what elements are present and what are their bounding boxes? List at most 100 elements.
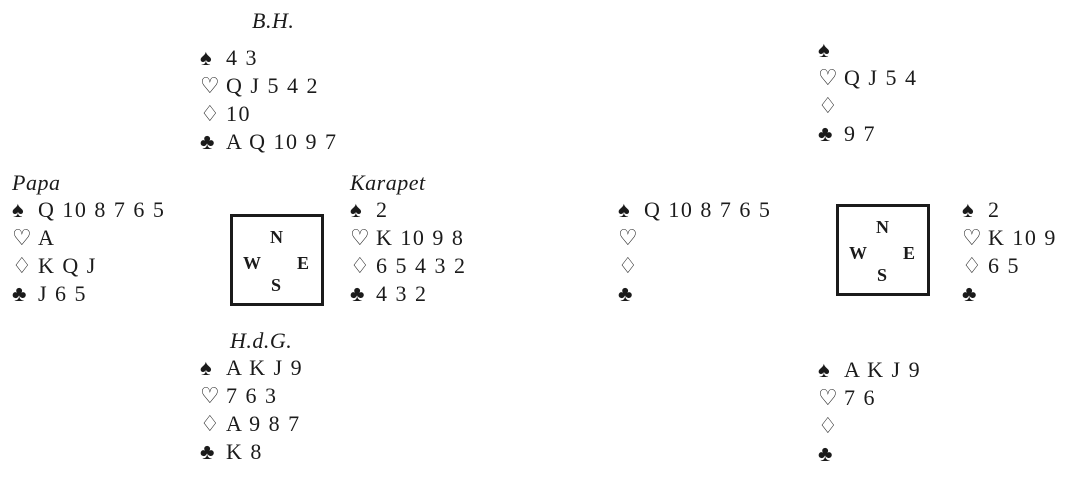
- south-player-name: H.d.G.: [230, 328, 293, 353]
- south-diamonds-row: ♢A 9 8 7: [200, 410, 303, 438]
- south-clubs-cards: K 8: [226, 439, 263, 464]
- spade-icon: ♠: [818, 357, 832, 382]
- right-compass-south-label: S: [877, 265, 888, 285]
- heart-icon: ♡: [350, 225, 372, 250]
- right-west-hand: ♠ Q 10 8 7 6 5 ♡ ♢ ♣: [618, 196, 771, 308]
- north-hand: ♠ 4 3 ♡Q J 5 4 2 ♢10 ♣ A Q 10 9 7: [200, 44, 338, 156]
- right-east-diamonds-row: ♢6 5: [962, 252, 1057, 280]
- right-south-hearts-row: ♡7 6: [818, 384, 921, 412]
- south-hand: H.d.G. ♠ A K J 9 ♡7 6 3 ♢A 9 8 7 ♣ K 8: [200, 328, 303, 466]
- right-south-spades-row: ♠ A K J 9: [818, 356, 921, 384]
- east-clubs-row: ♣ 4 3 2: [350, 280, 467, 308]
- right-east-spades-row: ♠2: [962, 196, 1057, 224]
- heart-icon: ♡: [200, 73, 222, 98]
- diamond-icon: ♢: [818, 93, 840, 118]
- south-hearts-cards: 7 6 3: [226, 383, 278, 408]
- compass-east-label: E: [297, 253, 310, 273]
- south-clubs-row: ♣ K 8: [200, 438, 303, 466]
- south-spades-cards: A K J 9: [226, 355, 304, 380]
- right-west-clubs-row: ♣: [618, 280, 771, 308]
- spade-icon: ♠: [818, 37, 832, 62]
- heart-icon: ♡: [200, 383, 222, 408]
- north-hearts-cards: Q J 5 4 2: [226, 73, 319, 98]
- east-clubs-cards: 4 3 2: [376, 281, 428, 306]
- right-north-hand: ♠ ♡Q J 5 4 ♢ ♣9 7: [818, 36, 917, 148]
- diamond-icon: ♢: [962, 253, 984, 278]
- compass-north-label: N: [270, 227, 283, 247]
- spade-icon: ♠: [200, 355, 214, 380]
- spade-icon: ♠: [350, 197, 364, 222]
- compass-box: N W E S: [230, 214, 324, 306]
- east-hearts-cards: K 10 9 8: [376, 225, 465, 250]
- diamond-icon: ♢: [200, 101, 222, 126]
- right-east-clubs-row: ♣: [962, 280, 1057, 308]
- west-diamonds-row: ♢K Q J: [12, 252, 165, 280]
- east-diamonds-row: ♢6 5 4 3 2: [350, 252, 467, 280]
- diamond-icon: ♢: [350, 253, 372, 278]
- heart-icon: ♡: [12, 225, 34, 250]
- spade-icon: ♠: [962, 197, 976, 222]
- west-diamonds-cards: K Q J: [38, 253, 97, 278]
- north-diamonds-row: ♢10: [200, 100, 338, 128]
- club-icon: ♣: [200, 129, 216, 154]
- south-spades-row: ♠ A K J 9: [200, 354, 303, 382]
- right-south-diamonds-row: ♢: [818, 412, 921, 440]
- west-spades-cards: Q 10 8 7 6 5: [38, 197, 166, 222]
- right-compass-north-label: N: [876, 217, 889, 237]
- north-spades-row: ♠ 4 3: [200, 44, 338, 72]
- west-player-name: Papa: [12, 170, 61, 195]
- right-south-hearts-cards: 7 6: [844, 385, 876, 410]
- right-east-spades-cards: 2: [988, 197, 1001, 222]
- north-clubs-cards: A Q 10 9 7: [226, 129, 338, 154]
- club-icon: ♣: [818, 121, 834, 146]
- spade-icon: ♠: [12, 197, 26, 222]
- south-diamonds-cards: A 9 8 7: [226, 411, 301, 436]
- compass-west-label: W: [243, 253, 261, 273]
- club-icon: ♣: [618, 281, 634, 306]
- right-south-clubs-row: ♣: [818, 440, 921, 468]
- right-north-hearts-cards: Q J 5 4: [844, 65, 918, 90]
- diamond-icon: ♢: [12, 253, 34, 278]
- right-compass-east-label: E: [903, 243, 916, 263]
- south-hearts-row: ♡7 6 3: [200, 382, 303, 410]
- east-diamonds-cards: 6 5 4 3 2: [376, 253, 467, 278]
- club-icon: ♣: [818, 441, 834, 466]
- right-south-spades-cards: A K J 9: [844, 357, 922, 382]
- west-hand: Papa ♠ Q 10 8 7 6 5 ♡A ♢K Q J ♣J 6 5: [12, 170, 165, 308]
- right-east-diamonds-cards: 6 5: [988, 253, 1020, 278]
- heart-icon: ♡: [618, 225, 640, 250]
- club-icon: ♣: [962, 281, 978, 306]
- north-name-block: B.H.: [252, 8, 294, 34]
- east-hearts-row: ♡K 10 9 8: [350, 224, 467, 252]
- west-hearts-row: ♡A: [12, 224, 165, 252]
- spade-icon: ♠: [200, 45, 214, 70]
- spade-icon: ♠: [618, 197, 632, 222]
- diamond-icon: ♢: [618, 253, 640, 278]
- right-west-spades-row: ♠ Q 10 8 7 6 5: [618, 196, 771, 224]
- east-spades-row: ♠2: [350, 196, 467, 224]
- right-east-hand: ♠2 ♡K 10 9 ♢6 5 ♣: [962, 196, 1057, 308]
- club-icon: ♣: [350, 281, 366, 306]
- east-player-name: Karapet: [350, 170, 426, 195]
- east-hand: Karapet ♠2 ♡K 10 9 8 ♢6 5 4 3 2 ♣4 3 2: [350, 170, 467, 308]
- right-compass-west-label: W: [849, 243, 867, 263]
- right-north-clubs-row: ♣9 7: [818, 120, 917, 148]
- north-diamonds-cards: 10: [226, 101, 251, 126]
- right-west-spades-cards: Q 10 8 7 6 5: [644, 197, 772, 222]
- diamond-icon: ♢: [200, 411, 222, 436]
- north-spades-cards: 4 3: [226, 45, 258, 70]
- west-clubs-row: ♣J 6 5: [12, 280, 165, 308]
- right-west-hearts-row: ♡: [618, 224, 771, 252]
- west-spades-row: ♠ Q 10 8 7 6 5: [12, 196, 165, 224]
- right-west-diamonds-row: ♢: [618, 252, 771, 280]
- right-south-hand: ♠ A K J 9 ♡7 6 ♢ ♣: [818, 356, 921, 468]
- north-clubs-row: ♣ A Q 10 9 7: [200, 128, 338, 156]
- west-clubs-cards: J 6 5: [38, 281, 88, 306]
- west-hearts-cards: A: [38, 225, 56, 250]
- compass-south-label: S: [271, 275, 282, 295]
- right-north-diamonds-row: ♢: [818, 92, 917, 120]
- east-spades-cards: 2: [376, 197, 389, 222]
- club-icon: ♣: [200, 439, 216, 464]
- right-east-hearts-cards: K 10 9: [988, 225, 1057, 250]
- right-compass-box: N W E S: [836, 204, 930, 296]
